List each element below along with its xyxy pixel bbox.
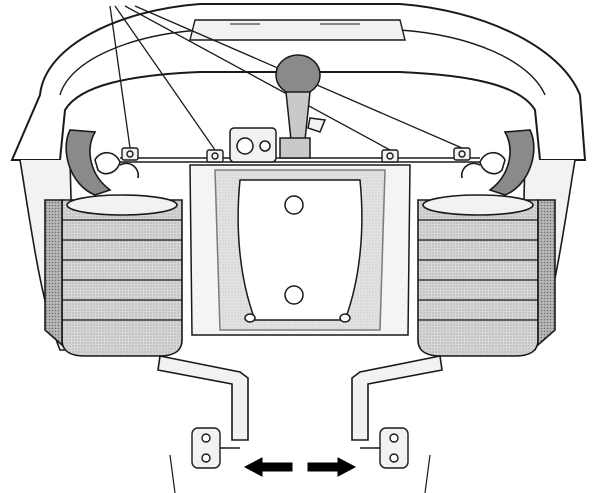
center-mount (229, 54, 327, 163)
left-muffler (44, 129, 183, 357)
rubber-hanger (191, 427, 240, 469)
hanger-bracket (453, 147, 471, 161)
arrow-left-icon (243, 457, 293, 477)
hanger-bracket (381, 149, 399, 163)
ground-lines (169, 454, 431, 493)
rubber-hangers (191, 427, 409, 469)
callout-line (109, 5, 131, 149)
hanger-bracket (206, 149, 224, 163)
callout-line (124, 5, 391, 151)
floor-hole (284, 195, 304, 215)
arrow-right-icon (307, 457, 357, 477)
floor-hole (284, 285, 304, 305)
hanger-brackets (121, 147, 471, 163)
floor-pan (189, 164, 411, 336)
tail-pipes (157, 355, 443, 441)
right-muffler (417, 129, 556, 357)
direction-arrows (243, 457, 357, 477)
rubber-hanger (360, 427, 409, 469)
callout-line (114, 5, 216, 151)
right-tailpipe (351, 355, 443, 441)
left-tailpipe (157, 355, 249, 441)
hanger-bracket (121, 147, 139, 161)
